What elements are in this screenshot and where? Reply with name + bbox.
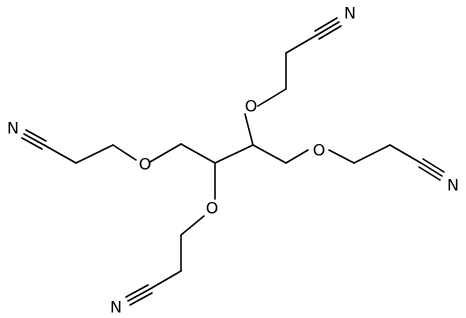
right-cyanoethyl-arm [328,144,445,181]
bond [389,144,422,164]
triple-bond-line [314,17,338,32]
bond [285,149,309,164]
bond [149,143,182,163]
bond [285,34,318,54]
top-cyanoethyl-arm [257,17,342,107]
atom-labels: N O N O O N O N [7,4,459,317]
triple-bond-line [129,292,153,306]
atom-label-o-left: O [139,155,152,174]
backbone [149,143,309,164]
bond [328,149,355,164]
bond [257,88,287,107]
triple-bond-line [127,288,151,302]
bond [75,144,114,164]
atom-label-o-top: O [245,97,258,116]
bond [112,144,137,161]
triple-bond-line [125,284,149,298]
atom-label-n-top: N [344,4,356,23]
bond [214,144,254,164]
triple-bond-line [21,137,43,150]
atom-label-n-left: N [7,119,19,138]
left-cyanoethyl-arm [21,129,137,164]
bond [149,270,182,290]
triple-bond-line [318,25,342,40]
atom-label-o-right: O [313,141,326,160]
triple-bond-line [418,166,441,181]
bond [180,143,216,164]
bond [180,215,205,236]
bond [353,144,391,164]
atom-label-o-bottom: O [206,199,219,218]
atom-label-n-bottom: N [110,298,122,317]
bond [43,144,77,164]
bond [244,113,254,146]
triple-bond-line [420,162,443,177]
bottom-cyanoethyl-arm [125,162,216,306]
bond [252,144,287,164]
triple-bond-line [23,133,45,146]
triple-bond-line [25,129,47,142]
triple-bond-line [316,21,340,36]
atom-label-n-right: N [447,176,459,195]
triple-bond-line [422,158,445,173]
